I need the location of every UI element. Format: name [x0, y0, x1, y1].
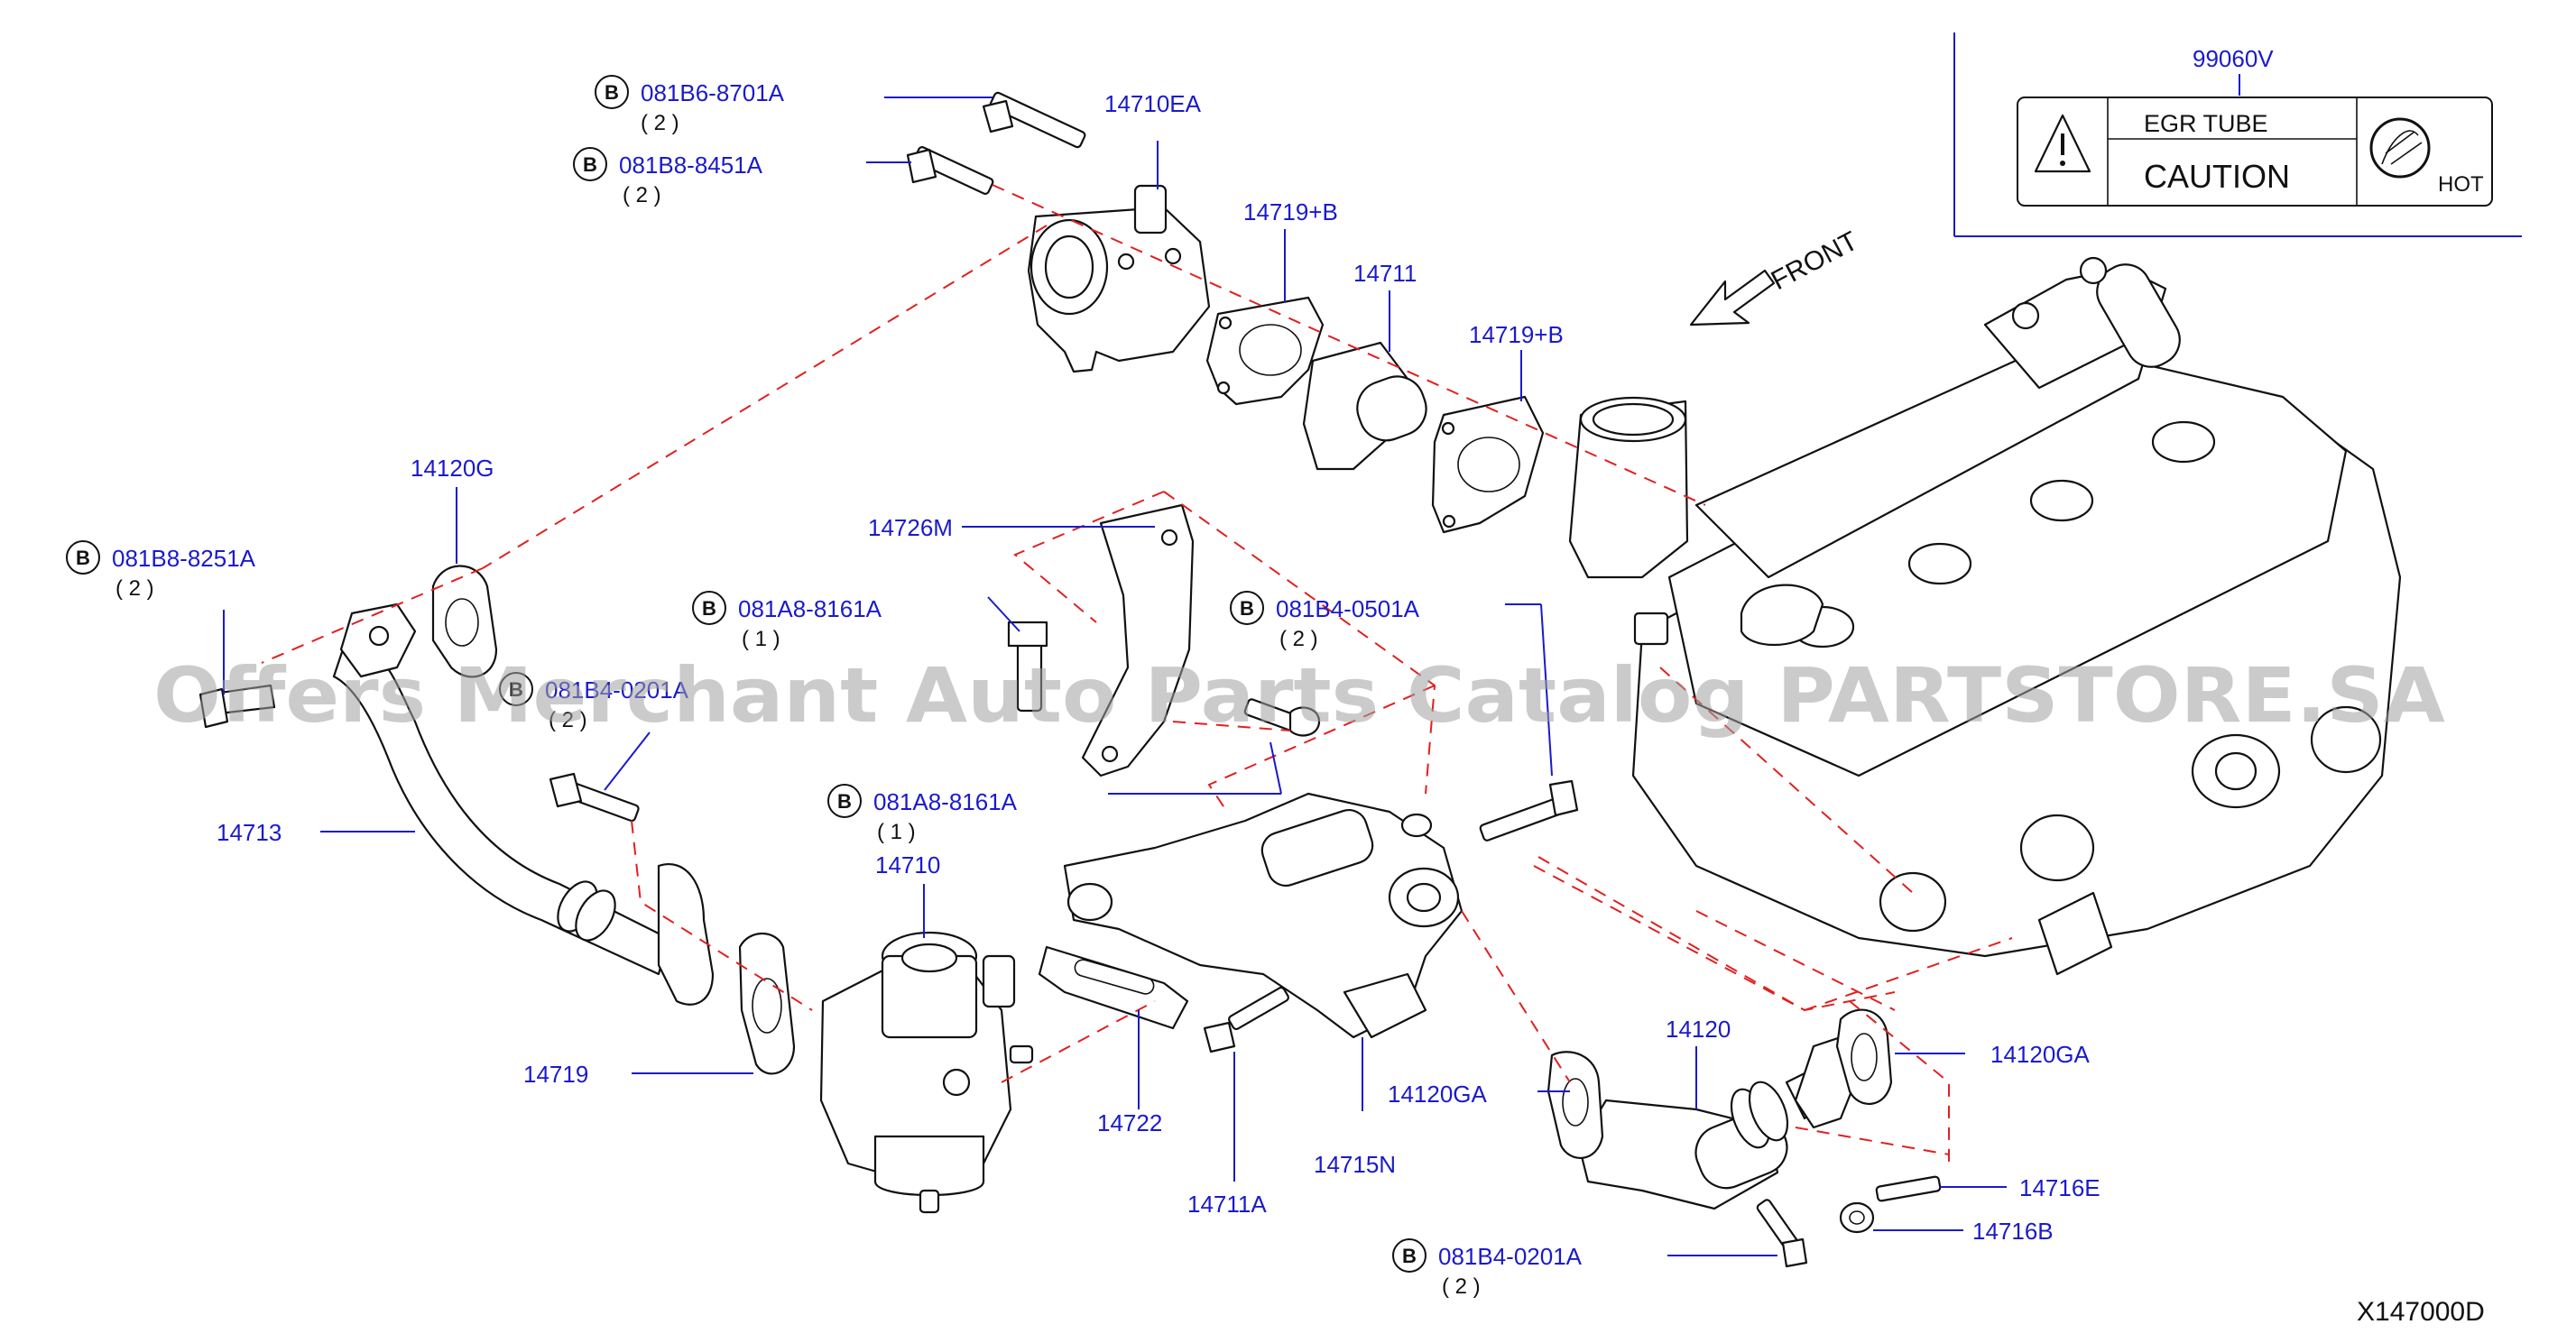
- label-hot-text: HOT: [2438, 172, 2484, 197]
- bolt-qty: ( 1 ): [877, 820, 916, 844]
- part-label-14120[interactable]: 14120: [1666, 1016, 1731, 1043]
- bolt-marker: B: [837, 790, 852, 813]
- gasket-14719b-upper: [1205, 296, 1325, 406]
- bolt-marker: B: [76, 547, 90, 569]
- bolt-callout-081b8-8251a[interactable]: B 081B8-8251A ( 2 ): [66, 540, 256, 601]
- part-label-14716e[interactable]: 14716E: [2019, 1174, 2101, 1201]
- catalog-watermark: Offers Merchant Auto Parts Catalog PARTS…: [153, 651, 2445, 740]
- part-label-14711a[interactable]: 14711A: [1187, 1191, 1267, 1218]
- bolt-qty: ( 2 ): [641, 111, 679, 135]
- part-label-14719b-lower[interactable]: 14719+B: [1469, 321, 1564, 348]
- warning-triangle-icon: [2034, 114, 2091, 173]
- bolt-qty: ( 2 ): [1279, 627, 1318, 651]
- nut-14716b-part: [1839, 1201, 1875, 1234]
- label-part-number[interactable]: 99060V: [2193, 45, 2274, 72]
- part-label-14713[interactable]: 14713: [217, 819, 282, 846]
- front-direction-indicator: FRONT: [1689, 226, 1863, 327]
- bracket-14715n: [1063, 792, 1463, 1039]
- part-label-14716b[interactable]: 14716B: [1972, 1218, 2054, 1245]
- bolt-qty: ( 2 ): [623, 183, 661, 207]
- gasket-14719: [738, 933, 796, 1075]
- spacer-14711: [1302, 341, 1427, 471]
- leader-lines: [223, 97, 2007, 1256]
- bolt-code: 081B4-0201A: [545, 676, 689, 704]
- bolt-code: 081A8-8161A: [873, 788, 1018, 815]
- part-label-14722[interactable]: 14722: [1097, 1109, 1162, 1136]
- bracket-14726m: [1081, 503, 1195, 777]
- caution-label-callout: 99060V EGR TUBE CAUTION HOT: [1953, 32, 2522, 237]
- bolt-marker: B: [1240, 597, 1254, 620]
- bolt-code: 081B4-0201A: [1438, 1243, 1583, 1270]
- bolt-code: 081B4-0501A: [1276, 595, 1420, 622]
- egr-tube-14713: [332, 603, 715, 1006]
- bolt-callout-081b4-0201a-lower[interactable]: B 081B4-0201A ( 2 ): [1392, 1238, 1583, 1299]
- label-line1: EGR TUBE: [2144, 110, 2268, 137]
- bolt-081b8-8451a-part: [906, 146, 994, 195]
- hot-surface-icon: [2369, 117, 2431, 179]
- bolt-code: 081A8-8161A: [738, 595, 882, 622]
- gasket-14120ga-right: [1835, 1008, 1893, 1105]
- bolt-081b4-0201a-upper-part: [549, 772, 640, 823]
- part-label-14120ga-right[interactable]: 14120GA: [1990, 1041, 2091, 1068]
- bolt-callout-081a8-8161a-lower[interactable]: B 081A8-8161A ( 1 ): [827, 784, 1018, 844]
- cylinder-head: [1631, 256, 2402, 976]
- gasket-14120g: [431, 565, 498, 678]
- assembly-alignment-lines: [261, 184, 2013, 1164]
- bolt-081b4-0501a-part: [1243, 698, 1321, 737]
- egr-housing-14710ea: [1027, 184, 1211, 373]
- gasket-14120ga-left: [1547, 1051, 1604, 1159]
- bolt-081a8-8161a-upper-part: [1007, 621, 1048, 713]
- bolt-code: 081B6-8701A: [641, 79, 785, 106]
- bolt-marker: B: [1402, 1245, 1417, 1267]
- bolt-callout-081a8-8161a-upper[interactable]: B 081A8-8161A ( 1 ): [692, 591, 882, 651]
- bolt-callout-081b4-0501a[interactable]: B 081B4-0501A ( 2 ): [1230, 591, 1420, 651]
- egr-valve-14710: [819, 931, 1034, 1214]
- bolt-qty: ( 1 ): [742, 627, 780, 651]
- bolt-callout-081b6-8701a[interactable]: B 081B6-8701A ( 2 ): [595, 75, 785, 135]
- part-label-14715n[interactable]: 14715N: [1314, 1151, 1396, 1178]
- bolt-code: 081B8-8451A: [619, 152, 763, 179]
- bolt-marker: B: [583, 153, 597, 176]
- bolt-081b4-0501a-right-part: [1479, 779, 1579, 842]
- bolt-callout-081b8-8451a[interactable]: B 081B8-8451A ( 2 ): [573, 147, 763, 207]
- label-line2: CAUTION: [2144, 158, 2290, 195]
- gasket-14719b-lower: [1431, 395, 1545, 534]
- egr-cooler-14120: [1577, 1035, 1860, 1210]
- bolt-callout-081b4-0201a-upper[interactable]: B 081B4-0201A ( 2 ): [499, 672, 689, 732]
- egr-outlet-neck: [1568, 396, 1689, 646]
- part-label-14726m[interactable]: 14726M: [868, 514, 953, 541]
- bolt-qty: ( 2 ): [1442, 1274, 1481, 1299]
- bolt-marker: B: [605, 81, 619, 104]
- bolt-081b4-0201a-lower-part: [1756, 1199, 1808, 1268]
- bolt-marker: B: [702, 597, 716, 620]
- part-label-14120ga-left[interactable]: 14120GA: [1388, 1081, 1488, 1108]
- part-label-14711[interactable]: 14711: [1353, 260, 1417, 287]
- bolt-14711a-part: [1203, 986, 1289, 1053]
- caution-label-plate: [2017, 97, 2493, 207]
- bolt-qty: ( 2 ): [549, 708, 587, 732]
- bolt-qty: ( 2 ): [115, 576, 154, 601]
- part-labels: 14710EA 14719+B 14711 14719+B 14120G 147…: [217, 90, 2101, 1245]
- gasket-14722: [1038, 945, 1189, 1030]
- bolt-081b6-8701a-part: [982, 91, 1086, 149]
- part-label-14719[interactable]: 14719: [523, 1061, 588, 1088]
- bolt-marker: B: [509, 678, 523, 701]
- part-label-14120g[interactable]: 14120G: [411, 455, 494, 482]
- stud-14716e-part: [1875, 1175, 1942, 1202]
- bolt-code: 081B8-8251A: [112, 545, 256, 572]
- part-label-14719b-upper[interactable]: 14719+B: [1243, 198, 1338, 225]
- part-label-14710[interactable]: 14710: [875, 851, 940, 878]
- front-label: FRONT: [1767, 226, 1863, 297]
- front-arrow-icon: [1689, 269, 1776, 327]
- part-label-14710ea[interactable]: 14710EA: [1104, 90, 1202, 117]
- diagram-id: X147000D: [2357, 1297, 2485, 1327]
